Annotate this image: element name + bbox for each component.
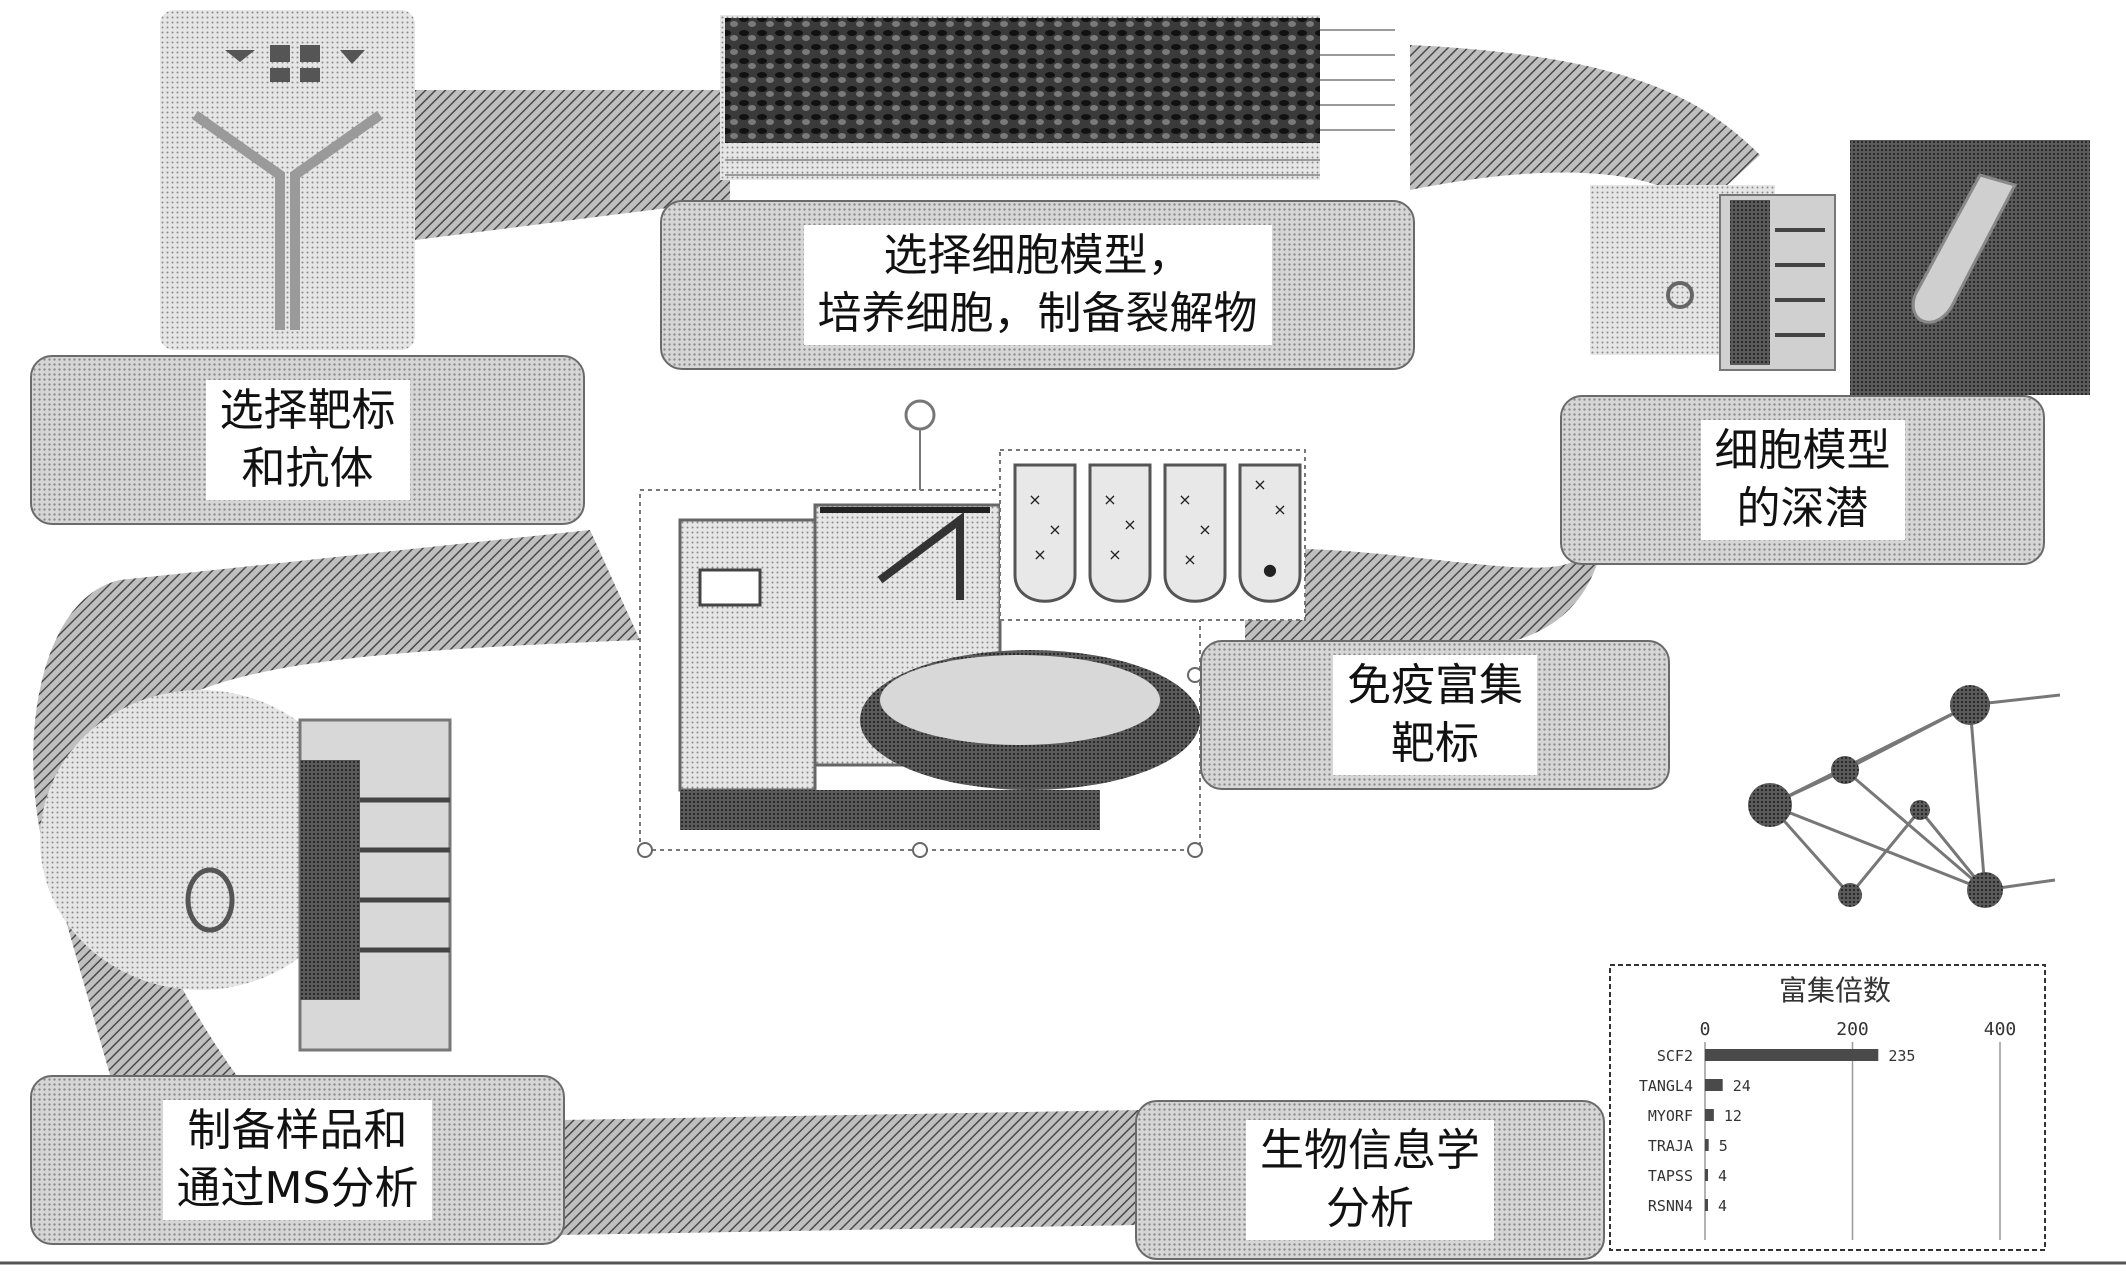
- chart-value-label: 4: [1718, 1167, 1727, 1185]
- svg-text:×: ×: [1253, 475, 1266, 494]
- svg-text:×: ×: [1033, 545, 1046, 564]
- chart-value-label: 5: [1719, 1137, 1728, 1155]
- step-line: 靶标: [1391, 718, 1479, 769]
- svg-text:×: ×: [1273, 500, 1286, 519]
- svg-text:×: ×: [1178, 490, 1191, 509]
- chart-bar: [1705, 1109, 1714, 1121]
- chart-tick-label: 200: [1836, 1019, 1869, 1040]
- chart-frame: [1609, 964, 2046, 1251]
- sample-tube-icon: [1850, 140, 2090, 395]
- chart-x-axis: 0 200 400: [1700, 1019, 2017, 1240]
- mass-spectrometer-icon: [40, 690, 452, 1052]
- chart-value-label: 4: [1718, 1197, 1727, 1215]
- step-line: 分析: [1326, 1183, 1414, 1234]
- svg-text:●: ●: [1263, 560, 1277, 579]
- svg-text:×: ×: [1028, 490, 1041, 509]
- step-line: 制备样品和: [187, 1105, 408, 1156]
- svg-text:×: ×: [1183, 550, 1196, 569]
- svg-text:×: ×: [1108, 545, 1121, 564]
- chart-category-label: SCF2: [1657, 1047, 1693, 1065]
- step-select-target: 选择靶标 和抗体: [30, 355, 585, 525]
- chart-category-label: MYORF: [1648, 1107, 1693, 1125]
- chart-category-label: TANGL4: [1639, 1077, 1693, 1095]
- mass-spectrometer-icon: [1590, 185, 1836, 371]
- antibody-icon: [160, 10, 415, 350]
- gel-image-icon: [720, 15, 1395, 180]
- chart-tick-label: 400: [1984, 1019, 2017, 1040]
- liquid-handler-icon: [637, 399, 1203, 858]
- chart-value-label: 12: [1724, 1107, 1742, 1125]
- chart-title: 富集倍数: [1779, 974, 1891, 1007]
- step-line: 选择靶标: [219, 385, 396, 436]
- chart-bar: [1705, 1139, 1709, 1151]
- step-deep-dive: 细胞模型 的深潜: [1560, 395, 2045, 565]
- step-ms-analysis: 制备样品和 通过MS分析: [30, 1075, 565, 1245]
- step-line: 和抗体: [241, 443, 374, 494]
- chart-tick-label: 0: [1700, 1019, 1711, 1040]
- step-line: 细胞模型: [1714, 425, 1891, 476]
- step-immuno-enrich: 免疫富集 靶标: [1200, 640, 1670, 790]
- svg-text:×: ×: [1198, 520, 1211, 539]
- step-line: 选择细胞模型，: [883, 230, 1192, 281]
- chart-value-label: 24: [1733, 1077, 1751, 1095]
- step-line: 的深潜: [1736, 483, 1869, 534]
- chart-bar: [1705, 1199, 1708, 1211]
- chart-category-label: RSNN4: [1648, 1197, 1693, 1215]
- chart-value-label: 235: [1888, 1047, 1915, 1065]
- chart-category-label: TRAJA: [1648, 1137, 1693, 1155]
- chart-bar: [1705, 1079, 1723, 1091]
- step-line: 生物信息学: [1260, 1125, 1480, 1176]
- workflow-arrow: [33, 45, 1760, 1235]
- enrichment-tubes-icon: ××× ××× ××× ××●: [999, 449, 1306, 621]
- step-line: 通过MS分析: [176, 1163, 419, 1214]
- protein-network-icon: [1748, 685, 2061, 908]
- chart-category-label: TAPSS: [1648, 1167, 1693, 1185]
- chart-bar: [1705, 1169, 1708, 1181]
- svg-text:×: ×: [1123, 515, 1136, 534]
- svg-text:×: ×: [1048, 520, 1061, 539]
- step-line: 培养细胞，制备裂解物: [817, 288, 1258, 339]
- svg-text:×: ×: [1103, 490, 1116, 509]
- chart-bar: [1705, 1049, 1879, 1061]
- step-bioinformatics: 生物信息学 分析: [1135, 1100, 1605, 1260]
- step-line: 免疫富集: [1347, 660, 1523, 711]
- step-cell-model: 选择细胞模型， 培养细胞，制备裂解物: [660, 200, 1415, 370]
